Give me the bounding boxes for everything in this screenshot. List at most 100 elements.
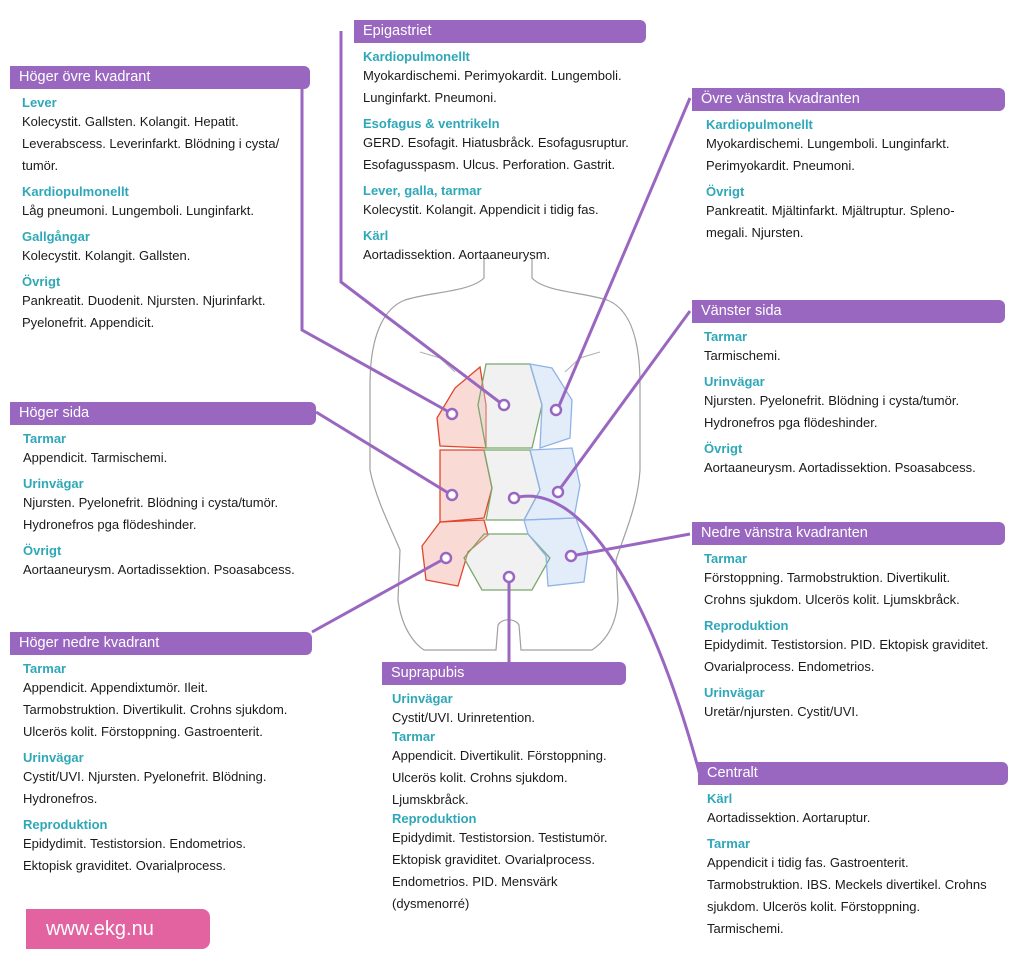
region-title: Höger sida xyxy=(10,402,316,425)
text-line: Aortadissektion. Aortaaneurysm. xyxy=(363,247,551,262)
text-line: Epidydimit. Testistorsion. Testistumör. xyxy=(392,830,608,845)
connector-hoger-sida xyxy=(315,410,451,496)
category-label: Kardiopulmonellt xyxy=(706,117,813,132)
text-line: Pankreatit. Duodenit. Njursten. Njurinfa… xyxy=(22,293,266,308)
connector-hoger-ovre xyxy=(300,76,450,414)
text-line: Tarmischemi. xyxy=(704,348,781,363)
text-line: Förstoppning. Tarmobstruktion. Divertiku… xyxy=(704,570,951,585)
category-label: Gallgångar xyxy=(22,229,90,244)
dot-hoger-nedre xyxy=(439,551,453,565)
text-line: Cystit/UVI. Njursten. Pyelonefrit. Blödn… xyxy=(23,769,267,784)
text-line: sjukdom. Ulcerös kolit. Förstoppning. xyxy=(707,899,921,914)
dot-vanster-sida xyxy=(551,485,565,499)
text-line: tumör. xyxy=(22,158,59,173)
category-label: Kärl xyxy=(707,791,733,806)
text-line: Låg pneumoni. Lungemboli. Lunginfarkt. xyxy=(22,203,254,218)
connector-centralt xyxy=(513,494,702,776)
text-line: Njursten. Pyelonefrit. Blödning i cysta/… xyxy=(23,495,279,510)
dot-epigastriet xyxy=(497,398,511,412)
category-label: Urinvägar xyxy=(23,476,84,491)
region-ovre-vanstra: Övre vänstra kvadranten Kardiopulmonellt… xyxy=(692,88,1005,244)
text-line: Lunginfarkt. Pneumoni. xyxy=(363,90,497,105)
text-line: Endometrios. PID. Mensvärk xyxy=(392,874,558,889)
text-line: Myokardischemi. Lungemboli. Lunginfarkt. xyxy=(706,136,950,151)
text-line: Cystit/UVI. Urinretention. xyxy=(392,710,536,725)
dot-centralt xyxy=(507,491,521,505)
dot-suprapubis xyxy=(502,570,516,584)
text-line: Appendicit. Appendixtumör. Ileit. xyxy=(23,680,209,695)
region-title: Övre vänstra kvadranten xyxy=(692,88,1005,111)
text-line: (dysmenorré) xyxy=(392,896,470,911)
region-title: Vänster sida xyxy=(692,300,1005,323)
category-label: Övrigt xyxy=(23,543,62,558)
region-title: Höger övre kvadrant xyxy=(10,66,310,89)
category-label: Reproduktion xyxy=(704,618,789,633)
category-label: Övrigt xyxy=(22,274,61,289)
text-line: Njursten. Pyelonefrit. Blödning i cysta/… xyxy=(704,393,960,408)
dot-hoger-ovre xyxy=(445,407,459,421)
text-line: Hydronefros. xyxy=(23,791,98,806)
connector-epigastriet xyxy=(339,31,503,406)
zone-left-lower-quadrant xyxy=(523,517,589,587)
text-line: Pyelonefrit. Appendicit. xyxy=(22,315,155,330)
text-line: Ektopisk graviditet. Ovarialprocess. xyxy=(23,858,227,873)
category-label: Esofagus & ventrikeln xyxy=(363,116,500,131)
connector-nedre-vanstra xyxy=(570,532,691,558)
text-line: Aortadissektion. Aortaruptur. xyxy=(707,810,871,825)
text-line: Ulcerös kolit. Crohns sjukdom. xyxy=(392,770,568,785)
text-line: Appendicit. Tarmischemi. xyxy=(23,450,168,465)
category-label: Lever, galla, tarmar xyxy=(363,183,482,198)
category-label: Tarmar xyxy=(23,431,67,446)
text-line: Epidydimit. Testistorsion. PID. Ektopisk… xyxy=(704,637,989,652)
category-label: Urinvägar xyxy=(704,685,765,700)
text-line: Ljumskbråck. xyxy=(392,792,469,807)
text-line: Leverabscess. Leverinfarkt. Blödning i c… xyxy=(22,136,280,151)
text-line: Tarmobstruktion. IBS. Meckels divertikel… xyxy=(707,877,987,892)
brand-badge[interactable]: www.ekg.nu xyxy=(26,909,210,949)
category-label: Kardiopulmonellt xyxy=(22,184,129,199)
text-line: Appendicit i tidig fas. Gastroenterit. xyxy=(707,855,909,870)
region-title: Nedre vänstra kvadranten xyxy=(692,522,1005,545)
category-label: Övrigt xyxy=(706,184,745,199)
zone-right-lower-quadrant xyxy=(421,519,489,587)
text-line: Tarmobstruktion. Divertikulit. Crohns sj… xyxy=(23,702,288,717)
category-label: Kärl xyxy=(363,228,389,243)
category-label: Tarmar xyxy=(392,729,436,744)
category-label: Reproduktion xyxy=(392,811,477,826)
text-line: Myokardischemi. Perimyokardit. Lungembol… xyxy=(363,68,622,83)
category-label: Urinvägar xyxy=(392,691,453,706)
text-line: GERD. Esofagit. Hiatusbråck. Esofagusrup… xyxy=(363,135,629,150)
dot-hoger-sida xyxy=(445,488,459,502)
category-label: Övrigt xyxy=(704,441,743,456)
zone-right-flank xyxy=(439,449,493,523)
text-line: Hydronefros pga flödeshinder. xyxy=(704,415,878,430)
category-label: Lever xyxy=(22,95,57,110)
category-label: Tarmar xyxy=(707,836,751,851)
category-label: Urinvägar xyxy=(704,374,765,389)
text-line: Aortaaneurysm. Aortadissektion. Psoasabc… xyxy=(23,562,295,577)
text-line: Epidydimit. Testistorsion. Endometrios. xyxy=(23,836,247,851)
region-title: Epigastriet xyxy=(354,20,646,43)
text-line: Kolecystit. Kolangit. Appendicit i tidig… xyxy=(363,202,599,217)
